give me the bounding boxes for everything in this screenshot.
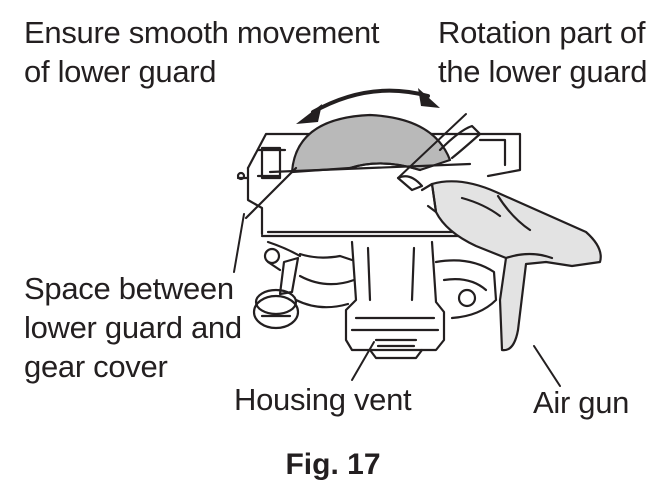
rotation-arrow-icon [296, 88, 440, 124]
label-space-between-line2: lower guard and [24, 310, 242, 345]
label-space-between-line1: Space between [24, 271, 234, 306]
knob [252, 256, 300, 330]
label-rotation-part-line2: the lower guard [438, 54, 648, 89]
label-housing-vent: Housing vent [234, 382, 412, 417]
label-smooth-movement-line2: of lower guard [24, 54, 217, 89]
label-rotation-part-line1: Rotation part of [438, 15, 646, 50]
lower-guard [290, 113, 482, 174]
motor-housing [263, 240, 498, 360]
figure-caption: Fig. 17 [285, 448, 381, 481]
air-gun [396, 175, 602, 352]
label-space-between-line3: gear cover [24, 349, 168, 384]
label-air-gun: Air gun [533, 385, 630, 420]
label-smooth-movement-line1: Ensure smooth movement [24, 15, 380, 50]
